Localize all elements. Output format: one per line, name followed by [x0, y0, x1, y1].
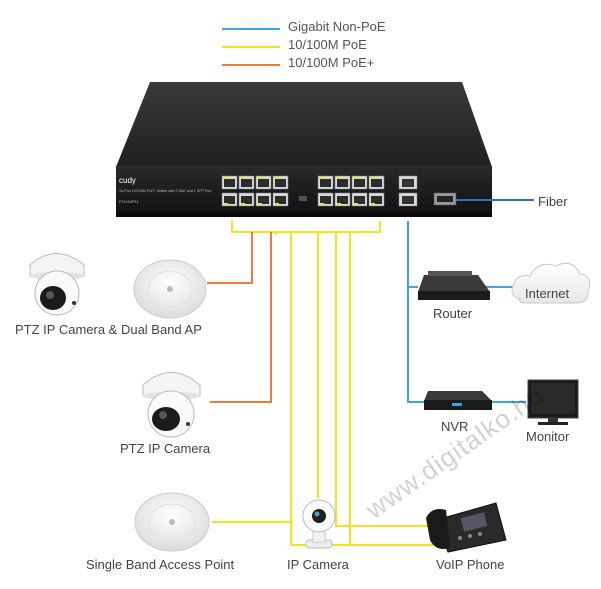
rj45-port-socket	[275, 179, 286, 187]
poe-switch	[116, 82, 492, 217]
router-icon	[418, 271, 490, 300]
port-led	[337, 177, 341, 179]
voip-phone-icon	[426, 502, 507, 553]
rj45-port-socket	[224, 196, 235, 204]
port-led	[258, 177, 262, 179]
port-led	[224, 203, 228, 205]
port-led	[371, 203, 375, 205]
port-led	[224, 177, 228, 179]
ptz-camera-icon	[142, 372, 201, 438]
legend-label: 10/100M PoE+	[288, 55, 375, 70]
switch-description: 16-Port 10/100M PoE+ Switch with 2 GbE a…	[119, 189, 211, 193]
rj45-port-socket	[371, 196, 382, 204]
rj45-port-socket	[224, 179, 235, 187]
port-led	[320, 177, 324, 179]
rj45-port-socket	[241, 179, 252, 187]
label-monitor: Monitor	[526, 429, 570, 444]
ip-camera-icon	[302, 499, 336, 549]
switch-model: FS1018PS1	[119, 200, 138, 204]
rj45-port-socket	[320, 196, 331, 204]
legend-line-yellow	[222, 46, 280, 48]
rj45-port-socket	[241, 196, 252, 204]
port-led	[241, 177, 245, 179]
nvr-icon	[424, 391, 492, 410]
switch-brand: cudy	[119, 176, 136, 185]
rj45-port-socket	[337, 196, 348, 204]
label-ip-camera: IP Camera	[287, 557, 349, 572]
port-led	[258, 203, 262, 205]
single-band-ap-icon	[134, 492, 210, 552]
port-led	[337, 203, 341, 205]
label-single-band-ap: Single Band Access Point	[86, 557, 235, 572]
port-led	[354, 177, 358, 179]
legend-label: Gigabit Non-PoE	[288, 19, 386, 34]
legend-line-blue	[222, 28, 280, 30]
label-nvr: NVR	[441, 419, 469, 434]
port-led	[241, 203, 245, 205]
rj45-port-socket	[354, 179, 365, 187]
rj45-port-socket	[275, 196, 286, 204]
legend-line-orange	[222, 64, 280, 66]
label-ptz-camera: PTZ IP Camera	[120, 441, 211, 456]
rj45-port-socket	[337, 179, 348, 187]
label-ptz-ap: PTZ IP Camera & Dual Band AP	[15, 322, 202, 337]
port-led	[371, 177, 375, 179]
legend-label: 10/100M PoE	[288, 37, 367, 52]
rj45-port-socket	[371, 179, 382, 187]
port-led	[275, 177, 279, 179]
port-led	[320, 203, 324, 205]
label-internet: Internet	[525, 286, 570, 301]
rj45-port-socket	[320, 179, 331, 187]
label-voip-phone: VoIP Phone	[436, 557, 505, 572]
rj45-port-socket	[258, 179, 269, 187]
internet-cloud-icon	[511, 262, 591, 304]
ptz-dome-camera-icon	[29, 253, 85, 316]
port-led	[275, 203, 279, 205]
poe-plus-links	[207, 232, 272, 403]
monitor-icon	[527, 379, 579, 425]
label-router: Router	[433, 306, 473, 321]
dual-band-ap-icon	[133, 259, 207, 319]
port-led	[354, 203, 358, 205]
rj45-port-socket	[258, 196, 269, 204]
label-fiber: Fiber	[538, 194, 568, 209]
rj45-port-socket	[354, 196, 365, 204]
